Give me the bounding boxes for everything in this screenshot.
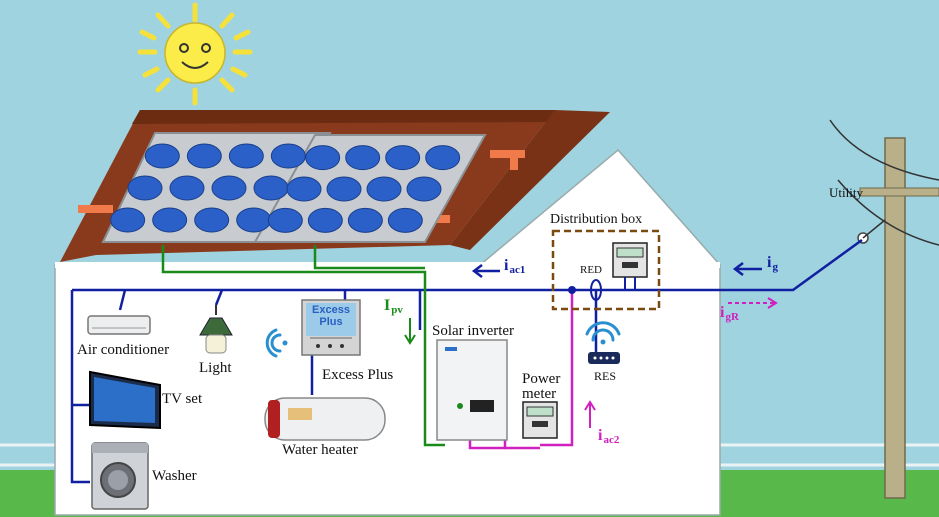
solar-cell (385, 145, 421, 171)
power-meter-label-line1: Power (522, 371, 561, 387)
utility-pole (829, 119, 939, 499)
arrow-igr (728, 297, 778, 309)
current-ipv: Ipv (384, 298, 403, 316)
solar-cell (406, 176, 442, 202)
current-iac1-sub: ac1 (509, 264, 526, 276)
distribution-meter (612, 242, 648, 290)
current-iac2: iac2 (598, 428, 619, 446)
solar-cell (144, 143, 180, 169)
solar-cell (152, 207, 188, 233)
solar-cell (387, 207, 423, 233)
arrow-iac2 (584, 400, 596, 428)
arrow-ipv (404, 318, 416, 345)
wifi-icon (585, 321, 621, 345)
junction-dot (568, 286, 576, 294)
current-ipv-main: I (384, 297, 391, 314)
solar-cell (228, 143, 264, 169)
solar-inverter-icon (436, 339, 508, 441)
current-ig-main: i (767, 254, 772, 271)
excess-plus-device (301, 299, 361, 356)
solar-cell (127, 175, 163, 201)
excess-plus-device-text-top: Excess (312, 304, 350, 316)
current-ig: ig (767, 255, 778, 273)
air-conditioner-icon (87, 315, 151, 335)
meter-line (468, 290, 574, 450)
red-label: RED (580, 264, 602, 276)
washer-label: Washer (152, 468, 197, 484)
arrow-iac1 (471, 264, 500, 278)
solar-cell (307, 207, 343, 233)
utility-label: Utility (829, 185, 863, 200)
light-label: Light (199, 360, 232, 376)
res-label: RES (594, 369, 617, 383)
power-meter-icon (522, 401, 558, 439)
power-meter-label-line2: meter (522, 386, 557, 402)
solar-cells (110, 143, 461, 233)
sun-icon (137, 2, 253, 106)
solar-cell (253, 175, 289, 201)
current-ig-sub: g (772, 261, 778, 273)
air-conditioner-label: Air conditioner (77, 342, 170, 358)
arrow-ig (732, 262, 762, 276)
washer-icon (91, 442, 149, 510)
solar-cell (110, 207, 146, 233)
solar-cell (347, 207, 383, 233)
distribution-box-label: Distribution box (550, 212, 643, 227)
distribution-box-frame (551, 229, 661, 311)
solar-cell (169, 175, 205, 201)
water-heater-icon (264, 397, 386, 441)
current-igr: igR (720, 305, 739, 323)
current-igr-main: i (720, 304, 725, 321)
current-ipv-sub: pv (391, 304, 403, 316)
solar-cell (236, 207, 272, 233)
current-iac1-main: i (504, 257, 509, 274)
current-iac2-main: i (598, 427, 603, 444)
current-igr-sub: gR (725, 311, 739, 323)
solar-cell (186, 143, 222, 169)
solar-cell (326, 176, 362, 202)
excess-plus-device-text-bottom: Plus (319, 316, 343, 329)
wifi-icon (265, 328, 288, 358)
excess-plus-label: Excess Plus (322, 367, 394, 383)
solar-cell (211, 175, 247, 201)
excess-plus-device-text: Excess Plus (306, 304, 356, 328)
solar-cell (305, 145, 341, 171)
ac-bus-line (70, 238, 863, 484)
light-icon (199, 305, 233, 354)
red-sensor (590, 279, 602, 301)
res-router (588, 352, 620, 364)
solar-cell (425, 145, 461, 171)
dc-line (161, 245, 445, 447)
solar-cell (267, 207, 303, 233)
tv-icon (89, 370, 161, 430)
water-heater-label: Water heater (282, 442, 358, 458)
solar-cell (286, 176, 322, 202)
current-iac1: iac1 (504, 258, 525, 276)
solar-cell (366, 176, 402, 202)
solar-inverter-label: Solar inverter (432, 323, 515, 339)
solar-cell (270, 143, 306, 169)
tv-set-label: TV set (162, 391, 203, 407)
current-iac2-sub: ac2 (603, 434, 620, 446)
solar-cell (345, 145, 381, 171)
solar-cell (194, 207, 230, 233)
